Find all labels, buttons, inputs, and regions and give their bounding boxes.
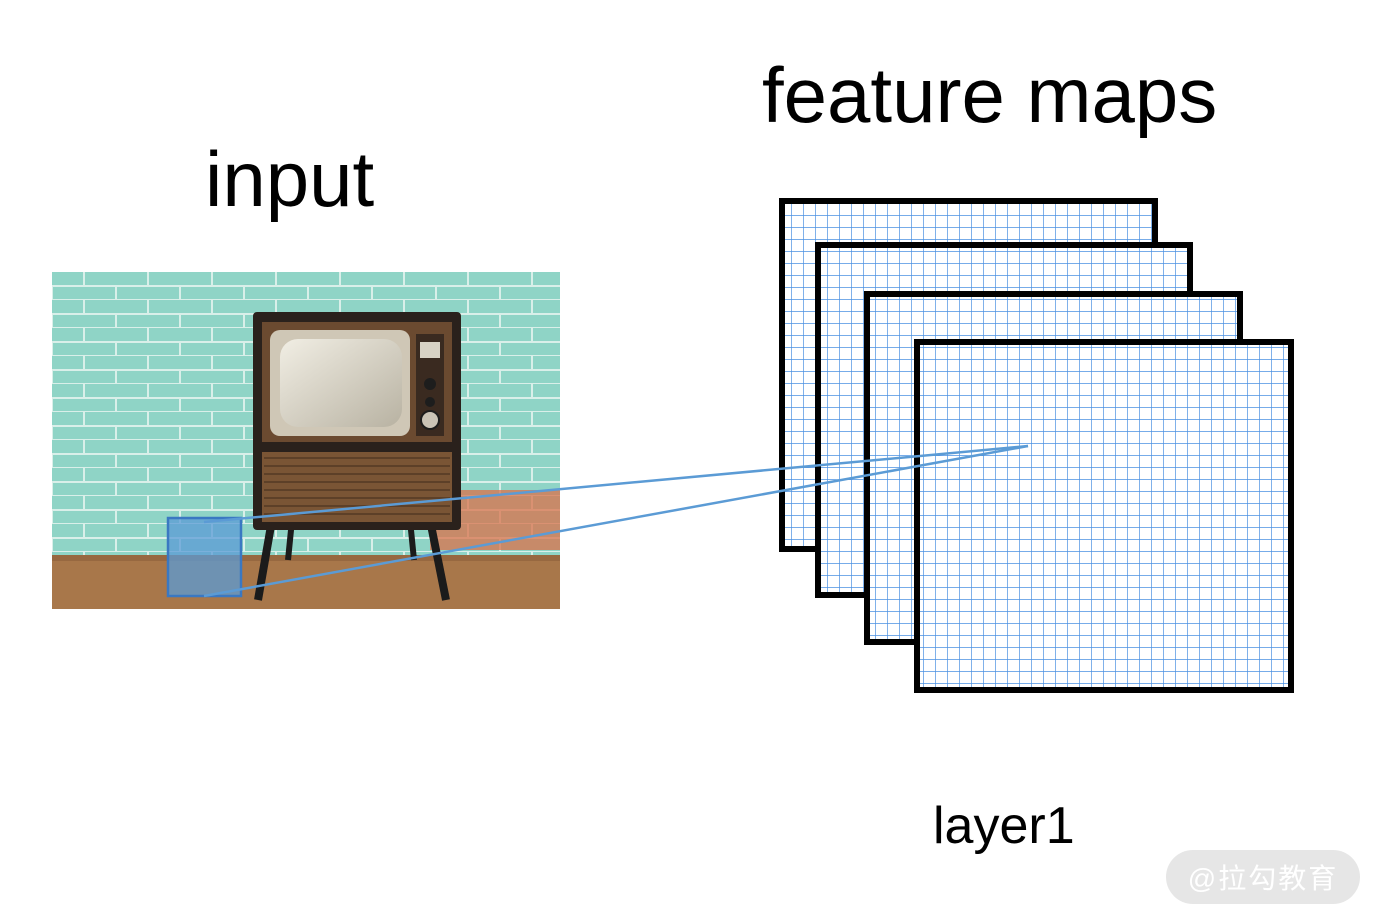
feature-map-4 — [914, 339, 1294, 693]
receptive-field-box — [166, 516, 243, 598]
tv-icon — [253, 312, 461, 601]
watermark-badge: @拉勾教育 — [1166, 850, 1360, 904]
projection-line-bottom — [203, 444, 1029, 598]
projection-line-top — [203, 444, 1029, 524]
feature-maps-title: feature maps — [762, 51, 1218, 139]
tv-speaker — [262, 452, 452, 522]
input-title: input — [205, 135, 375, 223]
input-image — [52, 272, 560, 609]
layer-label: layer1 — [933, 797, 1075, 855]
floor — [52, 555, 560, 609]
projection-lines — [203, 444, 1029, 598]
tv-screen — [280, 339, 402, 427]
feature-map-stack — [779, 198, 1294, 693]
